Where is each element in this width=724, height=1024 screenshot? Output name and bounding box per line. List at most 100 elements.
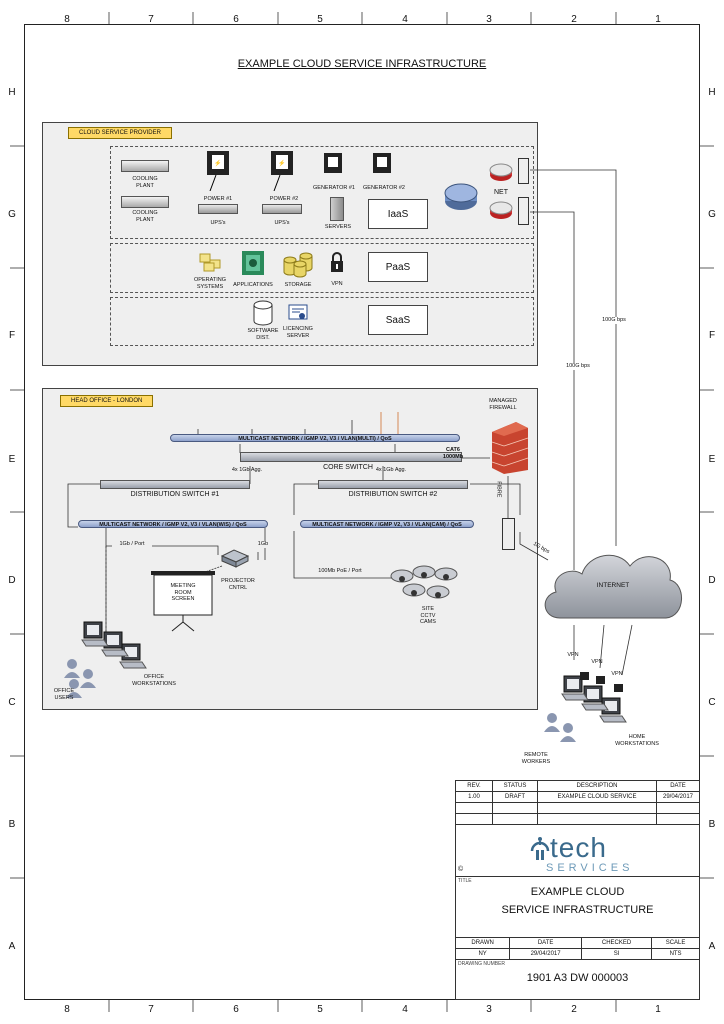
- software-dist-label: SOFTWARE DIST.: [247, 328, 279, 341]
- ups-icon: [198, 204, 238, 214]
- fibre-label: FIBRE: [495, 481, 502, 498]
- multicast-bus-cameras: MULTICAST NETWORK / IGMP V2, V3 / VLAN(C…: [300, 520, 474, 528]
- router-icon: [489, 201, 513, 219]
- distribution-switch-1-icon: [100, 480, 250, 489]
- servers-label: SERVERS: [324, 224, 352, 230]
- copyright-mark: ©: [458, 866, 464, 873]
- fibre-transceiver-icon: [502, 518, 515, 550]
- grid-row-label: B: [8, 819, 16, 830]
- iaas-zone: [110, 146, 534, 239]
- meeting-room-screen-label: MEETING ROOM SCREEN: [170, 583, 196, 603]
- grid-row-label: A: [708, 941, 716, 952]
- internet-cloud-icon: [544, 554, 682, 619]
- remote-workers-label: REMOTE WORKERS: [521, 752, 551, 765]
- grid-col-label: 4: [402, 14, 408, 25]
- vpn-remote-label: VPN: [591, 659, 603, 665]
- grid-row-label: E: [8, 454, 16, 465]
- grid-row-label: F: [8, 330, 16, 341]
- cloud-provider-label: CLOUD SERVICE PROVIDER: [68, 127, 172, 139]
- office-workstations-icon: [64, 621, 147, 698]
- date-header: DATE: [656, 780, 700, 792]
- grid-col-label: 8: [64, 14, 70, 25]
- description-header: DESCRIPTION: [537, 780, 657, 792]
- grid-col-label: 6: [233, 1004, 239, 1015]
- cooling-plant-label: COOLING PLANT: [132, 210, 158, 223]
- grid-col-label: 6: [233, 14, 239, 25]
- grid-col-label: 4: [402, 1004, 408, 1015]
- cooling-plant-icon: [121, 160, 169, 172]
- revision-table: REV. STATUS DESCRIPTION DATE 1.00 DRAFT …: [455, 780, 700, 825]
- grid-col-label: 3: [486, 14, 492, 25]
- grid-row-label: D: [8, 575, 16, 586]
- padlock-icon: [331, 252, 343, 272]
- transceiver-icon: [518, 197, 529, 225]
- office-users-label: OFFICE USERS: [53, 688, 75, 701]
- grid-row-label: F: [708, 330, 716, 341]
- transceiver-icon: [518, 158, 529, 184]
- date-value: 29/04/2017: [656, 791, 700, 803]
- cat6-label: CAT6 1000Mb: [442, 447, 464, 460]
- title-field-label: TITLE: [458, 878, 472, 884]
- agg2-label: 4x 1Gb Agg.: [375, 467, 407, 473]
- router-icon: [489, 163, 513, 181]
- projector-label: PROJECTOR CNTRL: [221, 578, 255, 591]
- grid-row-label: B: [708, 819, 716, 830]
- vpn-remote-label: VPN: [611, 671, 623, 677]
- rev-header: REV.: [455, 780, 493, 792]
- drawing-title-line2: SERVICE INFRASTRUCTURE: [501, 904, 654, 916]
- port-1gb-label: 1Gb / Port: [112, 541, 152, 548]
- multicast-bus-workstations: MULTICAST NETWORK / IGMP V2, V3 / VLAN(W…: [78, 520, 268, 528]
- cctv-label: SITE CCTV CAMS: [420, 606, 436, 626]
- vpn-label: VPN: [331, 281, 343, 287]
- drawn-header: DRAWN: [454, 937, 511, 949]
- licencing-server-label: LICENCING SERVER: [283, 326, 313, 339]
- distribution-switch-1-label: DISTRIBUTION SWITCH #1: [130, 491, 220, 498]
- date-value-2: 29/04/2017: [509, 948, 582, 960]
- grid-row-label: E: [708, 454, 716, 465]
- cctv-cameras-icon: [390, 565, 458, 599]
- firewall-icon: [491, 422, 529, 474]
- database-icon: [253, 300, 273, 326]
- grid-row-label: A: [8, 941, 16, 952]
- scale-value: NTS: [651, 948, 700, 960]
- grid-row-label: D: [708, 575, 716, 586]
- grid-row-label: G: [8, 209, 16, 220]
- applications-icon: [242, 251, 264, 275]
- certificate-icon: [288, 304, 308, 320]
- grid-col-label: 2: [571, 1004, 577, 1015]
- port-poe-label: 100Mb PoE / Port: [310, 568, 370, 575]
- iaas-box: IaaS: [368, 199, 428, 229]
- status-header: STATUS: [492, 780, 538, 792]
- logo-subtext: SERVICES: [546, 862, 634, 874]
- ups1-label: UPS's: [210, 220, 226, 226]
- network-hub-icon: [444, 183, 478, 210]
- net-label: NET: [494, 189, 508, 196]
- folders-icon: [199, 253, 221, 272]
- date-header-2: DATE: [509, 937, 582, 949]
- generator1-label: GENERATOR #1: [313, 185, 355, 191]
- distribution-switch-2-icon: [318, 480, 468, 489]
- svg-text:⚡: ⚡: [278, 159, 285, 167]
- home-workstations-label: HOME WORKSTATIONS: [615, 734, 659, 747]
- cooling-plant-icon: [121, 196, 169, 208]
- checked-header: CHECKED: [580, 937, 653, 949]
- paas-zone: [110, 243, 534, 293]
- power-supply-icon: ⚡: [271, 151, 293, 191]
- description-value: EXAMPLE CLOUD SERVICE: [537, 791, 657, 803]
- firewall-label: MANAGED FIREWALL: [489, 398, 517, 411]
- projector-icon: [220, 549, 250, 568]
- meeting-room-screen-icon: [151, 571, 215, 632]
- scale-header: SCALE: [651, 937, 700, 949]
- paas-box: PaaS: [368, 252, 428, 282]
- drawing-title-line1: EXAMPLE CLOUD: [530, 886, 625, 898]
- company-logo-icon: [530, 837, 550, 860]
- generator-icon: [324, 153, 342, 173]
- ups-icon: [262, 204, 302, 214]
- grid-row-label: H: [8, 87, 16, 98]
- storage-label: STORAGE: [284, 282, 312, 288]
- grid-col-label: 1: [655, 14, 661, 25]
- grid-col-label: 8: [64, 1004, 70, 1015]
- ups2-label: UPS's: [274, 220, 290, 226]
- multicast-bus-top: MULTICAST NETWORK / IGMP V2, V3 / VLAN(M…: [170, 434, 460, 442]
